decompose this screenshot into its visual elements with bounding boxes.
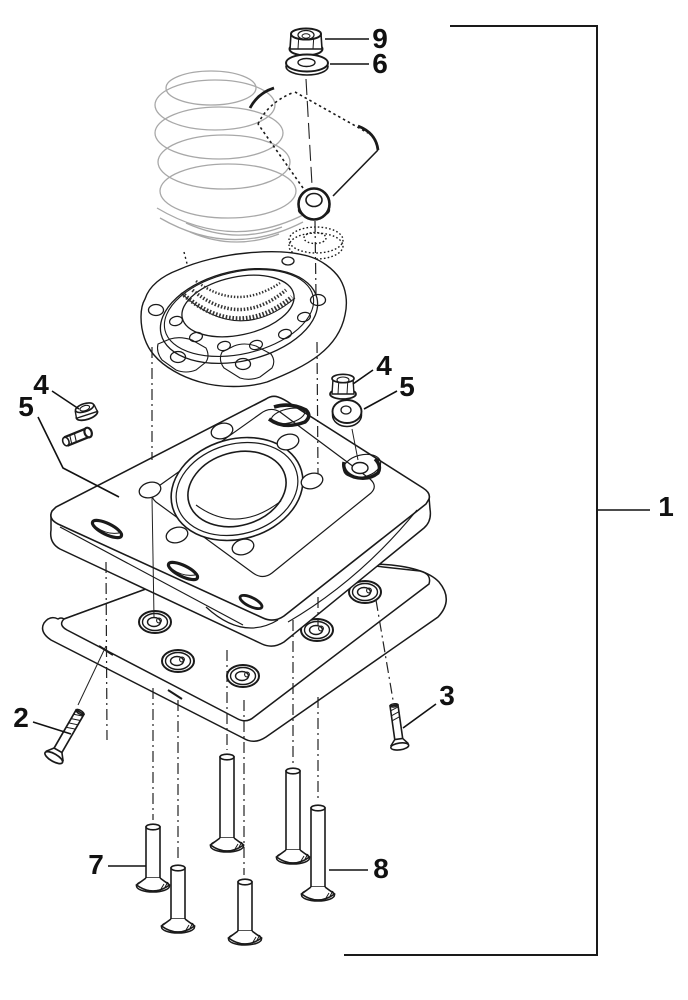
upper-shoe-plate bbox=[49, 395, 432, 647]
bolt-set-7-8 bbox=[135, 753, 336, 946]
callout-2: 2 bbox=[13, 702, 29, 733]
pin-5-left bbox=[61, 426, 93, 447]
bracket-arm bbox=[248, 86, 380, 221]
callout-8: 8 bbox=[373, 853, 389, 884]
foot-flange bbox=[140, 251, 348, 388]
bolt-b bbox=[135, 823, 171, 893]
hidden-washer-dotted bbox=[288, 226, 344, 260]
callout-3: 3 bbox=[439, 680, 455, 711]
callout-7: 7 bbox=[88, 849, 104, 880]
callout-4-left: 4 bbox=[33, 369, 49, 400]
callout-9: 9 bbox=[372, 23, 388, 54]
washer-6 bbox=[285, 53, 329, 76]
callout-5-center: 5 bbox=[399, 371, 415, 402]
assembly-axis-lines bbox=[77, 78, 394, 875]
flange-nut-9 bbox=[288, 27, 324, 57]
washer-5-center bbox=[331, 399, 363, 428]
recess-pockets bbox=[267, 403, 382, 481]
callout-6: 6 bbox=[372, 48, 388, 79]
flange-nut-4-center bbox=[329, 373, 357, 400]
wing-slot-pockets bbox=[90, 518, 264, 611]
leader-lines bbox=[32, 38, 650, 871]
callout-4-center: 4 bbox=[376, 350, 392, 381]
bolt-e bbox=[275, 767, 311, 865]
callout-5-left: 5 bbox=[18, 391, 34, 422]
callout-1: 1 bbox=[658, 491, 674, 522]
bellows bbox=[154, 70, 306, 243]
nut-4-left bbox=[74, 402, 99, 422]
bolt-c bbox=[160, 864, 196, 934]
reference-bracket-item1 bbox=[344, 25, 598, 956]
countersunk-screw-2 bbox=[44, 708, 86, 765]
lower-plate-holes bbox=[138, 580, 382, 688]
bolt-d bbox=[227, 878, 263, 946]
countersunk-screw-3 bbox=[389, 702, 410, 751]
bolt-a bbox=[209, 753, 245, 853]
bolt-f bbox=[300, 804, 336, 902]
